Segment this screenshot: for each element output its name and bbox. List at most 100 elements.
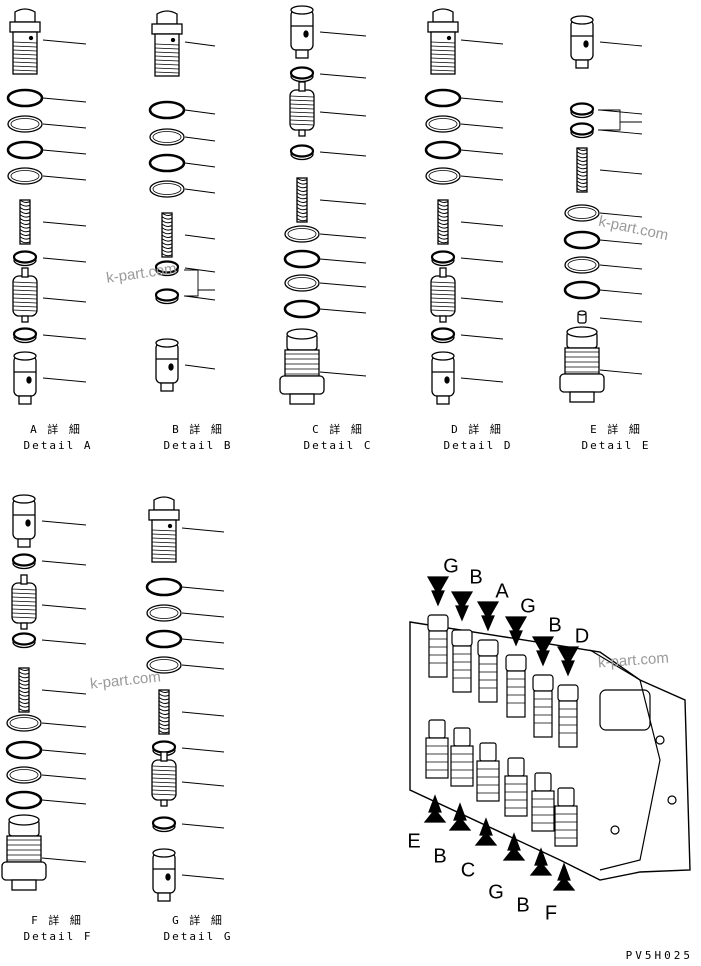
detail-g-exploded-view xyxy=(145,496,225,902)
overview-bottom-label: B xyxy=(516,894,530,917)
valve-part xyxy=(431,355,455,397)
detail-c-caption-jp: C 詳 細 xyxy=(312,423,364,436)
seal-part xyxy=(289,144,315,158)
spring-part xyxy=(576,180,588,184)
seal-part xyxy=(154,288,180,302)
leader-line xyxy=(460,221,504,227)
spring-part xyxy=(19,206,31,211)
body-part xyxy=(569,391,595,403)
plug-part xyxy=(14,8,36,23)
leader-line xyxy=(181,781,225,787)
spring-part xyxy=(18,682,30,686)
spring-part xyxy=(19,232,31,236)
valve-part xyxy=(17,538,31,548)
valve-part xyxy=(12,498,36,540)
leader-bracket xyxy=(184,269,215,297)
detail-b-caption-en: Detail B xyxy=(163,439,233,452)
backup-ring-part xyxy=(10,118,40,130)
leader-line xyxy=(599,289,643,295)
leader-line xyxy=(42,123,87,129)
detail-a-caption-en: Detail A xyxy=(23,439,93,452)
backup-ring-part xyxy=(146,604,182,622)
poppet-part xyxy=(11,600,37,603)
poppet-part xyxy=(12,301,38,304)
backup-ring-part xyxy=(7,167,43,185)
seal-part xyxy=(430,250,456,264)
backup-ring-part xyxy=(149,659,179,671)
leader-line xyxy=(41,774,87,780)
plug-part xyxy=(430,31,456,75)
spring-part xyxy=(158,722,170,726)
backup-ring-part xyxy=(284,225,320,243)
leader-line xyxy=(42,334,87,340)
poppet-part xyxy=(151,781,177,784)
spring-part xyxy=(576,165,588,170)
plug-part xyxy=(156,10,178,25)
spring-part xyxy=(18,674,30,679)
leader-line xyxy=(184,364,216,370)
leader-line xyxy=(460,149,504,155)
spring-part xyxy=(296,210,308,214)
leader-line xyxy=(319,233,367,239)
plug-part xyxy=(151,537,177,540)
o-ring-part xyxy=(148,100,186,120)
valve-part xyxy=(295,49,309,59)
poppet-part xyxy=(289,119,315,122)
valve-cap xyxy=(532,674,554,692)
backup-ring-part xyxy=(9,769,39,781)
plug-part xyxy=(430,69,456,72)
spring-part xyxy=(161,241,173,246)
detail-b-exploded-view xyxy=(148,10,216,392)
plug-part xyxy=(151,541,177,544)
poppet-part xyxy=(11,604,37,607)
spring-part xyxy=(576,169,588,173)
valve-cartridge xyxy=(452,645,472,693)
poppet-part xyxy=(12,305,38,308)
spring-part xyxy=(576,184,588,188)
seal-part xyxy=(154,260,180,274)
spring-part xyxy=(158,726,170,730)
o-ring-part xyxy=(6,88,44,108)
spring-part xyxy=(576,147,588,151)
body-part xyxy=(559,373,605,393)
leader-line xyxy=(184,41,216,47)
spring-part xyxy=(19,203,31,207)
spring-part xyxy=(296,192,308,196)
backup-ring-part xyxy=(564,256,600,274)
valve-part xyxy=(444,376,450,384)
valve-cartridge xyxy=(476,760,500,802)
spring-part xyxy=(161,234,173,238)
leader-line xyxy=(599,169,643,175)
plug-part xyxy=(151,23,183,35)
spring-part xyxy=(437,217,449,222)
backup-ring-part xyxy=(152,183,182,195)
poppet-part xyxy=(430,285,456,288)
backup-ring-part xyxy=(425,115,461,133)
detail-c-exploded-view xyxy=(279,5,367,405)
poppet-part xyxy=(430,289,456,292)
backup-ring-part xyxy=(149,180,185,198)
spring-part xyxy=(161,230,173,235)
leader-line xyxy=(599,129,643,135)
backup-ring-part xyxy=(287,277,317,289)
poppet-part xyxy=(430,305,456,308)
overview-bottom-label: B xyxy=(433,845,447,868)
valve-part xyxy=(570,15,594,25)
spring-part xyxy=(18,671,30,675)
leader-line xyxy=(42,175,87,181)
detail-e-caption-jp: E 詳 細 xyxy=(590,423,642,436)
valve-part xyxy=(570,19,594,61)
poppet-part xyxy=(12,281,38,284)
leader-line xyxy=(319,282,367,288)
spring-part xyxy=(296,181,308,185)
spring-part xyxy=(296,214,308,218)
spring-part xyxy=(18,667,30,671)
leader-line xyxy=(319,31,367,37)
leader-line xyxy=(460,377,504,383)
backup-ring-part xyxy=(7,115,43,133)
leader-line xyxy=(41,604,87,610)
valve-cap xyxy=(451,629,473,647)
valve-part xyxy=(168,363,174,371)
backup-ring-part xyxy=(146,656,182,674)
leader-line xyxy=(42,221,87,227)
